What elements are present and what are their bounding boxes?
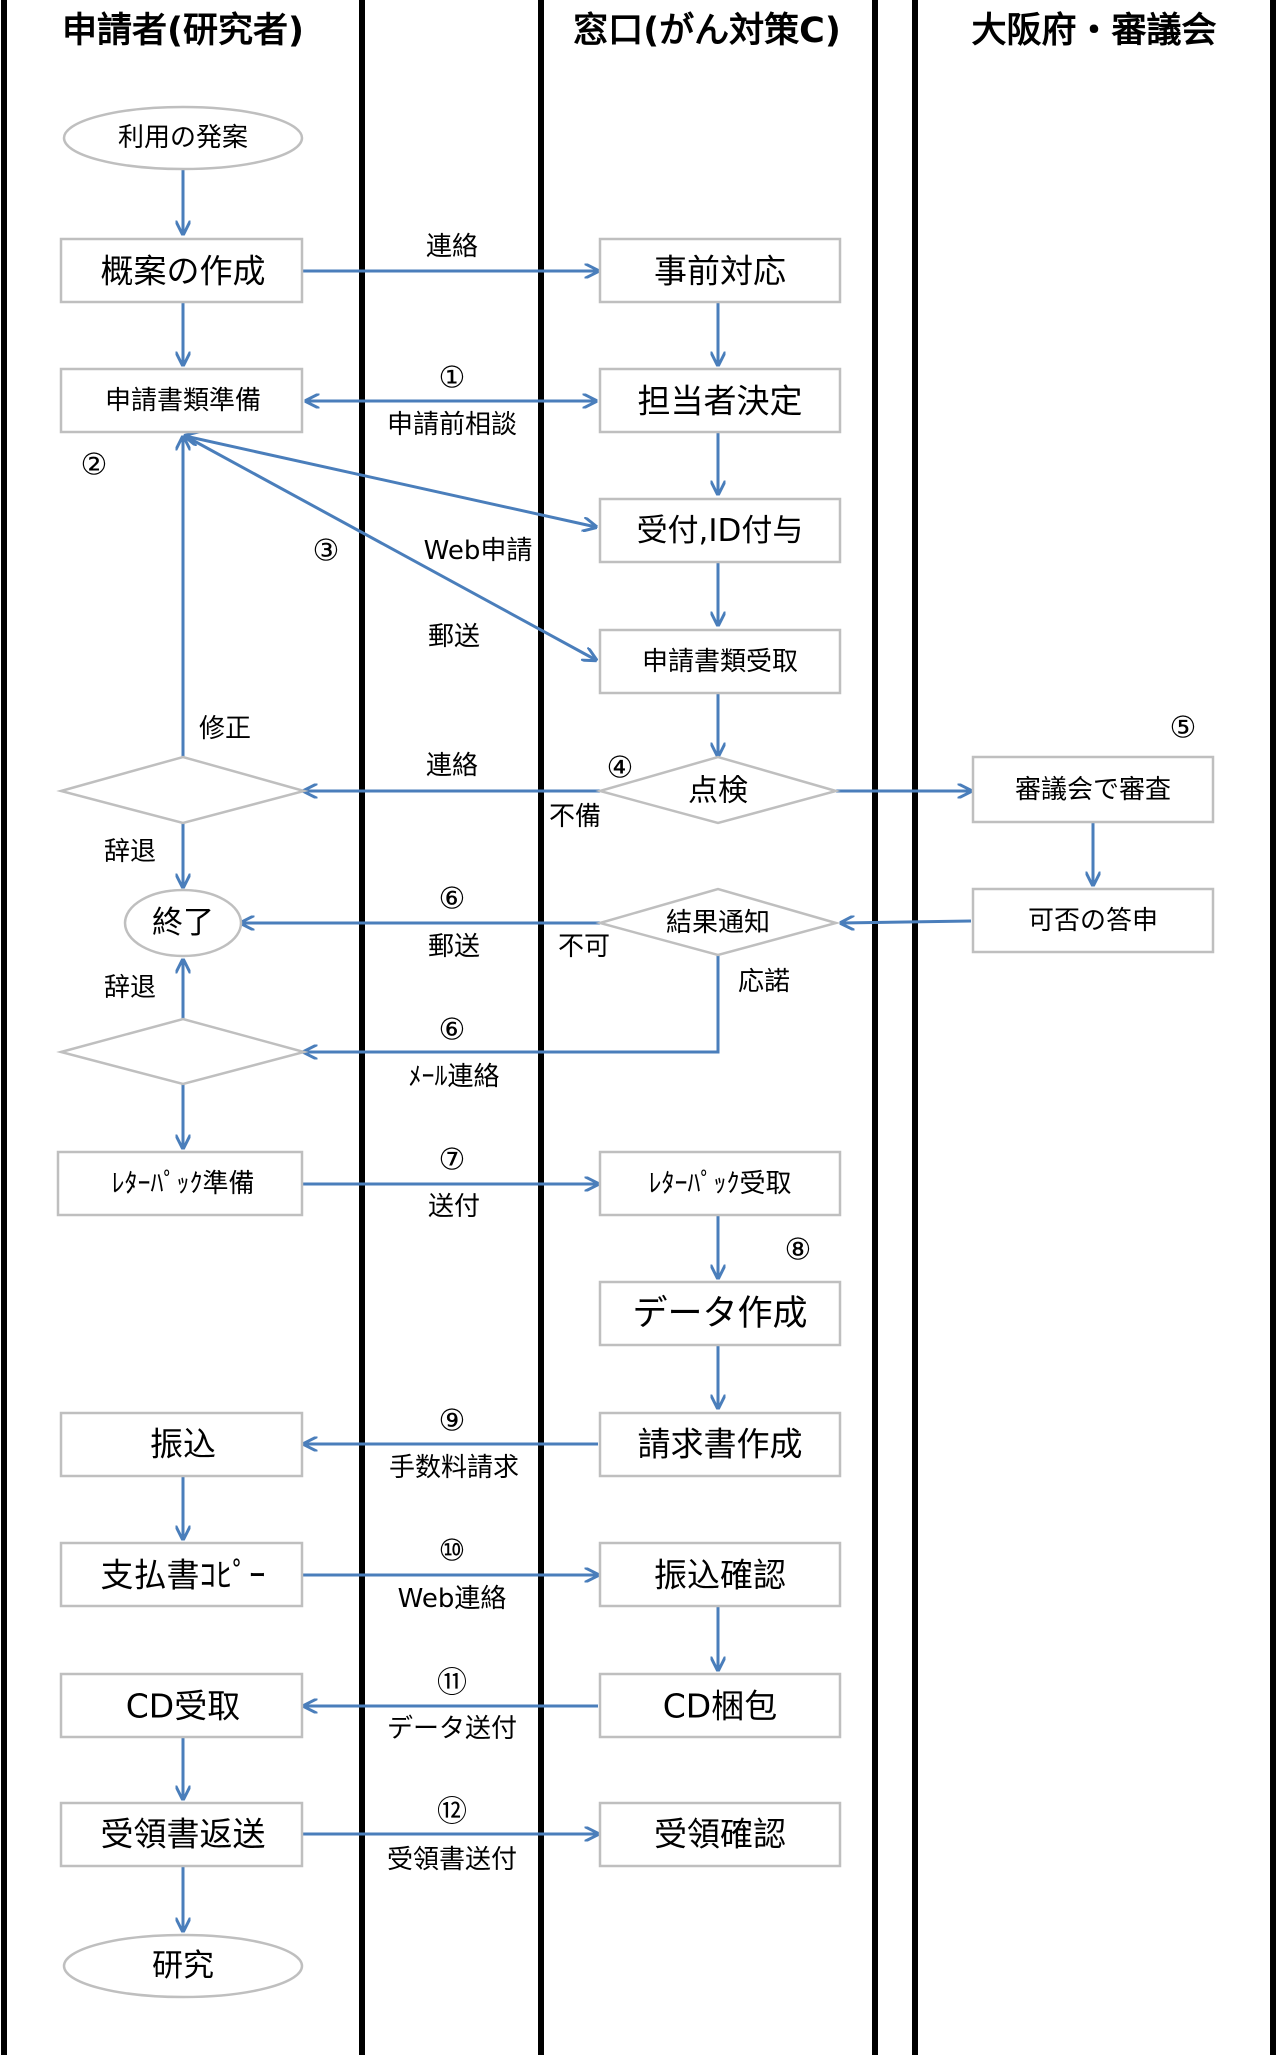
label-num6a: ⑥ [439,882,466,917]
label-num9: ⑨ [439,1404,466,1439]
label-reject: 不可 [558,932,610,962]
lane-header-applicant: 申請者(研究者) [62,10,304,51]
cd-pack-box [598,1672,842,1739]
answer-label: 可否の答申 [1028,906,1158,936]
label-num3: ③ [313,534,340,569]
assign-box [598,367,842,434]
letterpack-receive-box [598,1150,842,1217]
transfer-confirm-label: 振込確認 [654,1556,786,1595]
label-contact1: 連絡 [426,232,478,262]
result-notice-diamond [595,887,841,957]
reception-box [598,497,842,564]
label-web-contact: Web連絡 [398,1584,507,1614]
label-consent: 応諾 [738,967,790,997]
pre-response-label: 事前対応 [654,252,786,291]
council-review-label: 審議会で審査 [1015,775,1171,805]
label-num11: ⑪ [437,1666,467,1701]
pre-response-box [598,237,842,304]
result-notice-label: 結果通知 [666,908,770,938]
lane-header-window: 窓口(がん対策C) [573,11,841,51]
start-ellipse [62,105,304,171]
transfer-label: 振込 [150,1425,216,1464]
label-num5: ⑤ [1170,711,1197,746]
arrow [304,955,720,1052]
decision-fix-diamond [56,755,309,825]
research-label: 研究 [152,1948,214,1984]
label-num8: ⑧ [785,1233,812,1268]
label-num7: ⑦ [439,1143,466,1178]
label-num4: ④ [607,751,634,786]
check-label: 点検 [688,774,748,809]
docs-received-box [598,628,842,695]
label-mail: 郵送 [428,622,480,652]
label-num6b: ⑥ [439,1013,466,1048]
receipt-copy-box [59,1541,304,1608]
receipt-confirm-box [598,1801,842,1868]
invoice-box [598,1411,842,1478]
arrows [183,170,1093,1931]
label-data-send: データ送付 [387,1714,517,1744]
start-label: 利用の発案 [118,123,248,153]
prepare-docs-label: 申請書類準備 [105,386,261,416]
draft-label: 概案の作成 [101,252,266,291]
return-receipt-box [59,1801,304,1868]
label-num10: ⑩ [439,1534,466,1569]
label-web-apply: Web申請 [424,536,533,566]
label-num12: ⑫ [437,1795,467,1830]
shapes [56,105,1215,1999]
assign-label: 担当者決定 [638,382,803,421]
decision-accept-diamond [56,1017,309,1086]
label-num2: ② [81,448,108,483]
research-ellipse [62,1933,304,1999]
return-receipt-label: 受領書返送 [101,1815,266,1854]
label-withdraw2: 辞退 [104,973,156,1003]
data-create-box [598,1280,842,1347]
label-num1: ① [439,361,466,396]
transfer-confirm-box [598,1541,842,1608]
letterpack-prep-label: ﾚﾀｰﾊﾟｯｸ準備 [111,1169,254,1199]
letterpack-receive-label: ﾚﾀｰﾊﾟｯｸ受取 [648,1169,791,1199]
label-deficiency: 不備 [549,802,601,832]
transfer-box [59,1411,304,1478]
label-send: 送付 [428,1192,480,1222]
label-fee-request: 手数料請求 [389,1453,519,1483]
council-review-box [971,755,1215,824]
cd-receive-box [59,1672,304,1739]
cd-receive-label: CD受取 [126,1687,240,1726]
docs-received-label: 申請書類受取 [642,647,798,677]
label-mail-contact: ﾒｰﾙ連絡 [408,1062,499,1092]
arrow [185,436,596,527]
arrow [841,921,972,923]
label-withdraw1: 辞退 [104,837,156,867]
answer-box [971,887,1215,954]
invoice-label: 請求書作成 [638,1425,803,1464]
label-receipt-send: 受領書送付 [387,1845,517,1875]
end-ellipse [123,888,243,958]
label-fix: 修正 [199,714,251,744]
label-mail2: 郵送 [428,932,480,962]
prepare-docs-box [59,367,304,434]
receipt-copy-label: 支払書ｺﾋﾟｰ [101,1556,266,1595]
draft-box [59,237,304,304]
end-label: 終了 [152,905,214,941]
letterpack-prep-box [56,1150,304,1217]
cd-pack-label: CD梱包 [663,1687,777,1726]
receipt-confirm-label: 受領確認 [654,1815,786,1854]
arrow [184,434,596,660]
label-pre-consult: 申請前相談 [387,410,517,440]
data-create-label: データ作成 [632,1294,807,1334]
reception-label: 受付,ID付与 [637,513,804,549]
lane-header-prefecture: 大阪府・審議会 [971,10,1216,51]
label-contact2: 連絡 [426,751,478,781]
check-diamond [595,755,841,825]
